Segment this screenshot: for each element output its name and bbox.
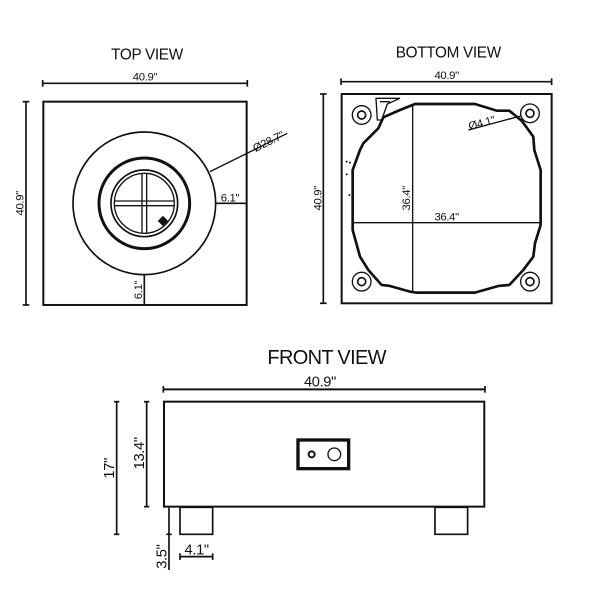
top-width-label: 40.9": [133, 72, 158, 84]
burner-grate-inner: [113, 172, 175, 234]
bottom-outline: [340, 92, 553, 305]
base-opening: [351, 102, 542, 294]
diameter-leader: [209, 132, 288, 173]
inner-width-label: 36.4": [434, 212, 459, 224]
bottom-width-label: 40.9": [434, 70, 459, 82]
vent-dot: [345, 160, 348, 163]
ignition-icon: [157, 215, 169, 227]
bottom-offset-label: 6.1": [133, 280, 145, 299]
front-width-label: 40.9": [304, 375, 336, 391]
igniter-button: [307, 450, 316, 459]
leg-pad: [351, 104, 372, 125]
bottom-height-label: 40.9": [312, 186, 324, 211]
front-view: FRONT VIEW 40.9" 17" 13.4" 3.5" 4.1": [102, 347, 486, 570]
leg-pad-center: [525, 108, 535, 119]
leg-right: [434, 506, 469, 536]
top-height-label: 40.9": [14, 191, 26, 216]
leg-diameter-label: Ø4.1": [467, 114, 496, 133]
top-view-title: TOP VIEW: [111, 46, 184, 63]
leg-diameter-leader: [468, 115, 521, 131]
leg-pads: [351, 103, 540, 292]
leg-left: [179, 506, 214, 536]
burner-pan: [97, 156, 192, 251]
burner-grate: [110, 169, 179, 238]
front-view-title: FRONT VIEW: [267, 347, 386, 369]
inner-height-label: 36.4": [401, 186, 413, 211]
control-knob: [327, 447, 342, 462]
vent-dot: [348, 193, 351, 196]
bottom-view-title: BOTTOM VIEW: [396, 44, 502, 61]
outer-ring: [72, 131, 217, 276]
vent-dot: [348, 161, 351, 164]
side-offset-label: 6.1": [221, 193, 240, 205]
leg-pad-center: [356, 276, 367, 287]
bottom-view: BOTTOM VIEW 40.9" 40.9" 36.4" 36.4" Ø4.1…: [312, 44, 553, 305]
table-body: [162, 400, 486, 508]
vent-dot: [345, 173, 348, 176]
leg-width-label: 4.1": [185, 542, 209, 558]
leg-pad-center: [525, 276, 535, 287]
top-view: TOP VIEW 40.9" 40.9" Ø28.7" 6.1" 6.1": [14, 46, 288, 306]
grate-cross: [114, 173, 175, 234]
leg-pad-center: [356, 110, 367, 120]
leg-height-label: 3.5": [155, 544, 171, 568]
body-height-label: 13.4": [132, 437, 148, 469]
vent-dots: [345, 160, 351, 196]
leg-pad: [351, 271, 372, 292]
top-diameter-label: Ø28.7": [251, 130, 286, 155]
bracket-icon: [375, 97, 401, 121]
leg-pad: [519, 271, 540, 292]
leg-pad: [519, 103, 540, 124]
control-panel: [296, 438, 351, 471]
total-height-label: 17": [102, 458, 118, 479]
